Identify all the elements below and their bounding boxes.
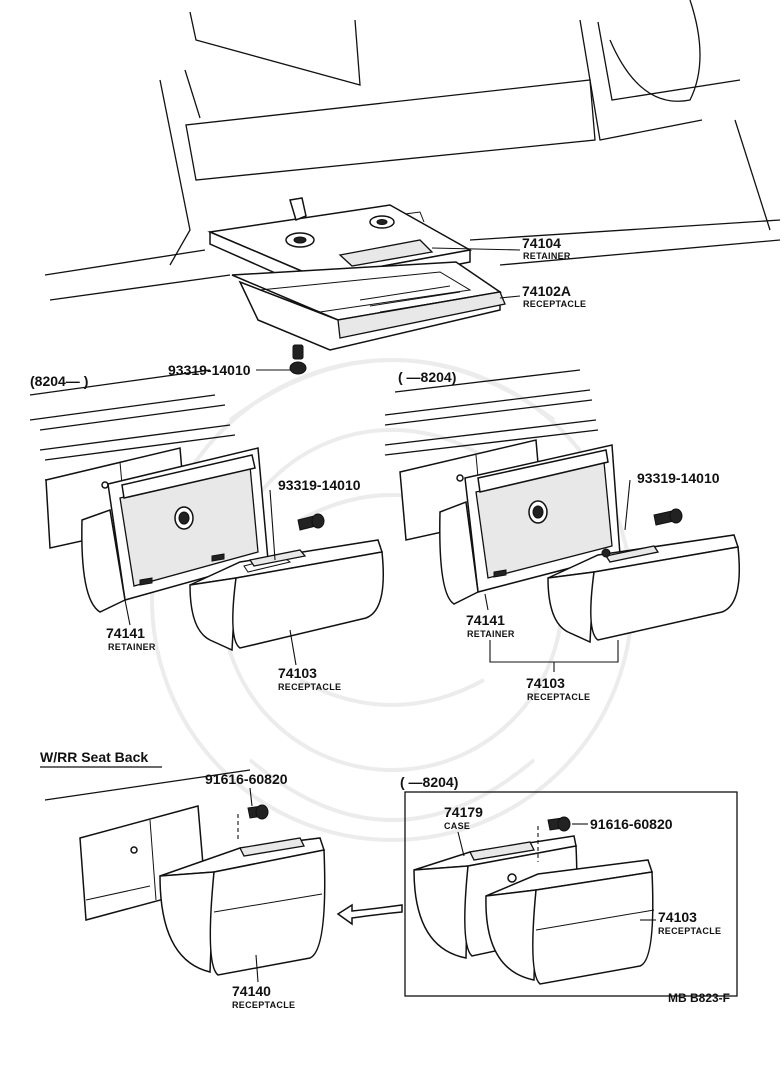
part-number-74103-box: 74103 xyxy=(658,909,697,925)
callout-93319-top: 93319-14010 xyxy=(168,362,290,378)
console-lines-right xyxy=(384,369,599,456)
receptacle-74103-right-part xyxy=(547,534,741,644)
callout-91616-box: 91616-60820 xyxy=(572,816,673,832)
part-number-74141-right: 74141 xyxy=(466,612,505,628)
screw-right-part xyxy=(653,508,683,526)
part-name-case: CASE xyxy=(444,821,470,831)
part-number-74104: 74104 xyxy=(522,235,561,251)
callout-74103-right: 74103 RECEPTACLE xyxy=(489,640,619,702)
callout-74140: 74140 RECEPTACLE xyxy=(232,954,295,1010)
callout-74103-box: 74103 RECEPTACLE xyxy=(640,909,721,936)
seat-back-heading: W/RR Seat Back xyxy=(40,749,148,765)
screw-left-part xyxy=(297,513,325,531)
part-number-74103-right: 74103 xyxy=(526,675,565,691)
callout-91616-seat: 91616-60820 xyxy=(205,771,288,807)
screw-top-part xyxy=(289,344,307,375)
receptacle-74103-left-part xyxy=(189,539,385,652)
part-name-receptacle-right: RECEPTACLE xyxy=(527,692,590,702)
range-label-box: ( —8204) xyxy=(400,774,458,790)
callout-74141-left: 74141 RETAINER xyxy=(106,599,156,652)
range-label-left: (8204— ) xyxy=(30,373,88,389)
part-number-91616-box: 91616-60820 xyxy=(590,816,673,832)
insert-arrow xyxy=(336,903,403,926)
callout-74103-left: 74103 RECEPTACLE xyxy=(278,629,341,692)
part-number-93319-right: 93319-14010 xyxy=(637,470,720,486)
callout-93319-left: 93319-14010 xyxy=(269,477,361,561)
drawing-reference-code: MB B823-F xyxy=(668,991,730,1005)
detail-box xyxy=(404,791,738,997)
part-number-74179: 74179 xyxy=(444,804,483,820)
screw-seat-part xyxy=(237,804,269,840)
part-name-receptacle-box: RECEPTACLE xyxy=(658,926,721,936)
retainer-74141-right-part xyxy=(439,444,621,605)
part-number-74102a: 74102A xyxy=(522,283,571,299)
part-name-receptacle: RECEPTACLE xyxy=(523,299,586,309)
callout-74104: 74104 RETAINER xyxy=(431,235,571,261)
receptacle-74102a-part xyxy=(231,261,506,351)
part-name-retainer: RETAINER xyxy=(523,251,571,261)
receptacle-74103-box-part xyxy=(485,859,655,985)
callout-93319-right: 93319-14010 xyxy=(624,470,720,531)
part-number-91616-seat: 91616-60820 xyxy=(205,771,288,787)
part-number-74103-left: 74103 xyxy=(278,665,317,681)
screw-box-part xyxy=(537,816,571,862)
range-label-right: ( —8204) xyxy=(398,369,456,385)
callout-74102a: 74102A RECEPTACLE xyxy=(499,283,586,309)
part-name-receptacle-seat: RECEPTACLE xyxy=(232,1000,295,1010)
part-number-93319-left: 93319-14010 xyxy=(278,477,361,493)
receptacle-74140-part xyxy=(159,837,326,976)
part-name-retainer-left: RETAINER xyxy=(108,642,156,652)
part-name-receptacle-left: RECEPTACLE xyxy=(278,682,341,692)
callout-74141-right: 74141 RETAINER xyxy=(466,593,515,639)
part-number-74140: 74140 xyxy=(232,983,271,999)
seat-back-line xyxy=(44,769,251,801)
dashboard-panel xyxy=(44,0,781,301)
part-number-74141-left: 74141 xyxy=(106,625,145,641)
part-name-retainer-right: RETAINER xyxy=(467,629,515,639)
callout-74179: 74179 CASE xyxy=(444,804,483,857)
